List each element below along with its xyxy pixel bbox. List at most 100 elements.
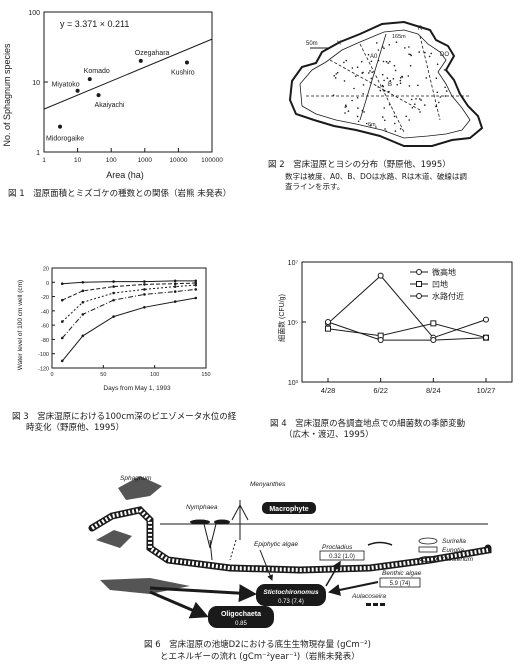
- fig2-reed-dot: [377, 49, 380, 51]
- fig2-reed-dot: [383, 47, 385, 50]
- fig1-regression-line: [43, 38, 213, 110]
- fig2-reed-dot: [389, 60, 391, 63]
- fig4-caption-line2: （広木・渡辺、1995）: [284, 430, 374, 440]
- fig3-data-point: [81, 300, 85, 304]
- fig6-nymphaea-label: Nymphaea: [186, 504, 218, 511]
- fig2-survey-line: [419, 35, 441, 121]
- fig4-xtick-label: 4/28: [321, 386, 336, 395]
- fig3-ytick-label: -40: [41, 309, 49, 315]
- fig2-reed-dots: [332, 41, 448, 132]
- fig2-reed-dot: [388, 90, 390, 93]
- fig2-reed-dot: [345, 105, 347, 108]
- fig2-reed-dot: [345, 104, 347, 106]
- fig2-reed-dot: [407, 75, 410, 77]
- fig4-data-point: [377, 272, 384, 279]
- fig3-caption-line1: 図 3 宮床湿原における100cm深のピエゾメータ水位の経: [12, 412, 237, 422]
- fig2-reed-dot: [420, 99, 422, 101]
- fig4-data-point: [325, 325, 331, 332]
- fig3-data-point: [81, 334, 85, 338]
- fig4-legend-label: 水路付近: [432, 291, 464, 301]
- fig2-reed-dot: [333, 75, 336, 77]
- fig1-point-label: Komado: [84, 68, 110, 75]
- fig2-reed-dot: [444, 86, 446, 89]
- fig2-reed-dot: [362, 93, 365, 95]
- fig6-arrow-chironomus-to-procladius: [325, 560, 341, 587]
- fig3-data-point: [173, 279, 177, 283]
- fig2-reed-dot: [417, 84, 419, 87]
- fig3-series-line: [61, 297, 196, 362]
- fig3-ylabel: Water level of 100 cm well (cm): [17, 280, 24, 370]
- fig2-reed-dot: [388, 103, 391, 106]
- fig3-xlabel: Days from May 1, 1993: [103, 385, 171, 392]
- fig6-macrophyte-label: Macrophyte: [269, 506, 308, 513]
- fig6-menyanthes-label: Menyanthes: [250, 481, 286, 488]
- fig4-data-point: [430, 320, 437, 327]
- fig3-data-point: [60, 359, 64, 363]
- fig2-label: DO: [440, 52, 449, 58]
- fig1-data-point: [75, 88, 80, 93]
- fig2-reed-dot: [355, 75, 357, 77]
- fig2-reed-dot: [411, 107, 414, 109]
- fig3-caption-line2: 時変化（野原他、1995）: [26, 423, 125, 433]
- fig2-reed-dot: [370, 77, 373, 80]
- fig6-larva-icon: [367, 541, 393, 546]
- fig2-reed-dot: [394, 122, 396, 125]
- fig2-reed-dot: [357, 107, 359, 109]
- fig2-reed-dot: [393, 64, 396, 67]
- fig3-lines: [60, 279, 198, 363]
- fig3-plot-frame: [51, 267, 207, 369]
- fig3-ytick-label: -20: [41, 295, 49, 301]
- fig3-data-point: [194, 288, 198, 291]
- fig2-reed-dot: [382, 46, 384, 48]
- fig4-data-point: [430, 337, 437, 344]
- fig4-data-point: [325, 319, 331, 325]
- fig2-reed-dot: [379, 89, 382, 92]
- fig2-reed-dot: [343, 61, 345, 64]
- fig2-reed-dot: [395, 41, 398, 43]
- fig3-data-point: [112, 315, 115, 318]
- fig4-ytick-label: 10³: [288, 380, 299, 387]
- fig3-data-point: [112, 298, 115, 302]
- fig3-data-point: [112, 285, 115, 288]
- fig2-reed-dot: [362, 84, 365, 86]
- fig2-reed-dot: [345, 59, 348, 62]
- fig1-points: OzegaharaKomadoMiyatokoAkaiyachiKushiroM…: [46, 50, 195, 143]
- fig6-sphagnum-mat: [96, 530, 132, 548]
- fig3-data-point: [60, 320, 64, 323]
- fig4-caption-line1: 図 4 宮床湿原の各調査地点での細菌数の季節変動: [270, 419, 466, 429]
- fig2-reed-dot: [408, 46, 410, 48]
- fig1-caption: 図 1 湿原面積とミズゴケの種数との関係（岩熊 未発表）: [8, 189, 232, 199]
- fig3-data-point: [81, 280, 85, 284]
- fig6-caption-line2: とエネルギーの流れ (gCm⁻²year⁻¹)（岩熊未発表）: [160, 652, 360, 662]
- fig2-reed-dot: [381, 73, 384, 76]
- fig4-ylabel: 細菌数 (CFU/g): [277, 294, 286, 342]
- fig6-surirella-label: Surirella: [442, 538, 466, 545]
- fig2-reed-dot: [414, 103, 416, 105]
- fig2-reed-dot: [435, 77, 438, 79]
- fig2-reed-dot: [445, 90, 448, 92]
- fig2-reed-dot: [353, 87, 355, 90]
- fig2-reed-dot: [436, 91, 439, 94]
- fig6-epiphytic-label: Epiphytic algae: [254, 541, 298, 548]
- fig2-label: 6m: [368, 122, 376, 128]
- fig6-arrow-sediment-to-chironomus: [149, 584, 257, 603]
- fig1-xtick-label: 10000: [169, 157, 187, 164]
- fig3-data-point: [173, 285, 177, 288]
- fig2-reed-dot: [356, 115, 359, 118]
- fig2-reed-dot: [334, 77, 337, 79]
- fig6-benthic-value: 5.9 (74): [390, 581, 411, 587]
- fig3-data-point: [81, 289, 85, 293]
- fig4-data-point: [483, 316, 489, 323]
- fig2-inner-outline: [299, 29, 471, 139]
- fig6-sphagnum-label: Sphagnum: [120, 475, 152, 482]
- fig6-sediment-mat: [100, 578, 190, 594]
- fig4-legend-label: 微高地: [432, 267, 456, 277]
- fig2-reed-dot: [343, 80, 346, 82]
- fig3-series-line: [61, 284, 196, 322]
- fig2-reed-dot: [368, 72, 370, 74]
